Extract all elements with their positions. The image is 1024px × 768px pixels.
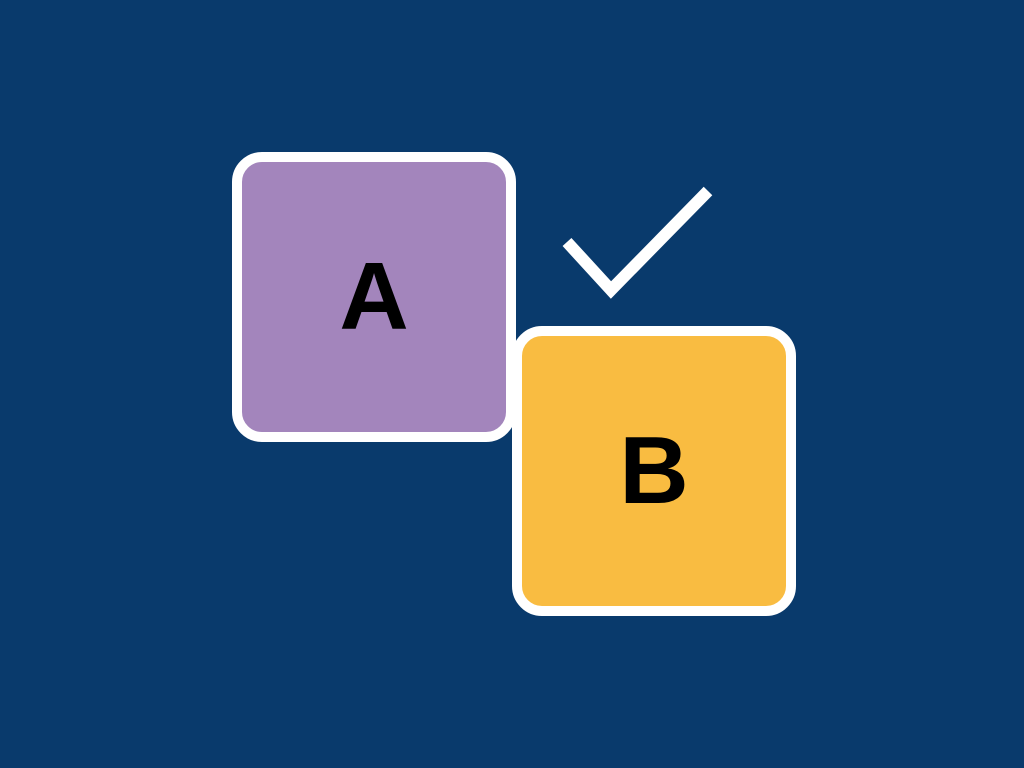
option-b-label: B [619,417,689,524]
option-a-tile: A [232,152,516,442]
option-a-label: A [339,243,409,350]
option-b-tile: B [512,326,796,616]
